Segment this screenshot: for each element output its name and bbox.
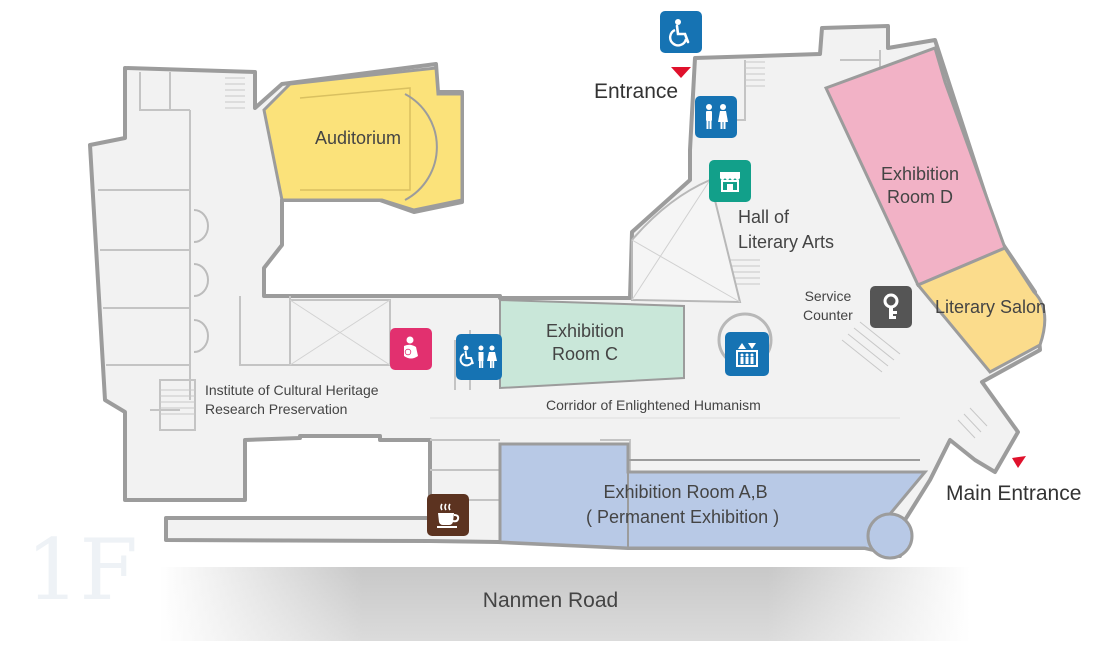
institute-line1: Institute of Cultural Heritage bbox=[205, 382, 379, 398]
elevator-icon[interactable] bbox=[725, 332, 769, 376]
institute-line2: Research Preservation bbox=[205, 401, 348, 418]
main-entrance-label: Main Entrance bbox=[946, 482, 1082, 505]
entrance-arrow bbox=[671, 67, 691, 78]
service-line1: Service bbox=[804, 288, 852, 304]
exhibition-ab-label[interactable]: Exhibition Room A,B ( Permanent Exhibiti… bbox=[586, 482, 780, 528]
nursing-room-icon[interactable] bbox=[390, 328, 432, 370]
wheelchair-icon[interactable] bbox=[660, 11, 702, 53]
hall-line1: Hall of bbox=[738, 207, 790, 227]
cafe-icon[interactable] bbox=[427, 494, 469, 536]
exhibition-ab-line2: ( Permanent Exhibition ) bbox=[586, 506, 780, 527]
information-icon[interactable] bbox=[870, 286, 912, 328]
exhibition-c-line2: Room C bbox=[552, 343, 619, 364]
exhibition-d-area bbox=[823, 46, 1007, 287]
road-label: Nanmen Road bbox=[482, 589, 619, 612]
exhibition-ab-line1: Exhibition Room A,B bbox=[603, 482, 768, 502]
exhibition-c-label[interactable]: Exhibition Room C bbox=[546, 321, 625, 365]
shop-icon[interactable] bbox=[709, 160, 751, 202]
auditorium-label[interactable]: Auditorium bbox=[315, 128, 402, 148]
literary-salon-area bbox=[915, 246, 1047, 374]
exhibition-d-line2: Room D bbox=[887, 186, 954, 207]
exhibition-d-line1: Exhibition bbox=[881, 164, 960, 184]
exhibition-d-label[interactable]: Exhibition Room D bbox=[881, 164, 960, 208]
service-line2: Counter bbox=[803, 307, 853, 324]
hall-label[interactable]: Hall of Literary Arts bbox=[738, 207, 835, 253]
hall-line2: Literary Arts bbox=[738, 231, 835, 252]
accessible-restroom-icon[interactable] bbox=[456, 334, 502, 380]
decor-arches bbox=[193, 209, 209, 353]
interior-walls bbox=[98, 50, 881, 501]
institute-label[interactable]: Institute of Cultural Heritage Research … bbox=[205, 382, 379, 418]
entrance-label: Entrance bbox=[594, 80, 679, 103]
corridor-label: Corridor of Enlightened Humanism bbox=[546, 397, 761, 413]
auditorium-area bbox=[262, 66, 464, 212]
service-counter-label: Service Counter bbox=[803, 288, 853, 324]
restroom-icon[interactable] bbox=[695, 96, 737, 138]
floor-number: 1F bbox=[26, 521, 138, 619]
exhibition-c-line1: Exhibition bbox=[546, 321, 625, 341]
main-entrance-arrow bbox=[1012, 456, 1026, 468]
literary-salon-label[interactable]: Literary Salon bbox=[935, 297, 1047, 317]
